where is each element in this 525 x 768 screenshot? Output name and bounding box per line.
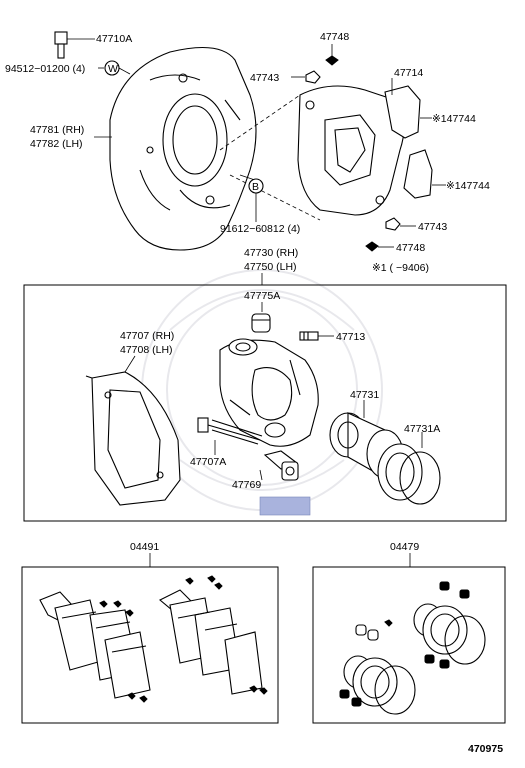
callout-47731A: 47731A [404,423,440,435]
caliper-cylinder-47730[interactable] [219,338,319,447]
callout-147744-a: ※147744 [432,113,476,125]
clip-47748-bottom[interactable] [365,241,379,252]
callout-47748-top: 47748 [320,31,349,43]
callout-47782: 47782 (LH) [30,138,83,150]
svg-text:W: W [108,63,118,75]
callout-47731: 47731 [350,389,379,401]
pad-support-plate-47707[interactable] [85,371,181,506]
callout-47750: 47750 (LH) [244,261,297,273]
callout-47714: 47714 [394,67,423,79]
alignment-line [229,174,321,221]
callout-47707: 47707 (RH) [120,330,174,342]
pad-kit-box-04491 [21,566,279,724]
svg-text:B: B [252,181,259,193]
slide-pin-47707A[interactable] [197,417,263,445]
diagram-number: 470975 [468,743,503,755]
callout-47743-bottom: 47743 [418,221,447,233]
callout-47730: 47730 (RH) [244,247,298,259]
bleeder-plug-47713[interactable] [299,331,319,341]
slide-bushing-47769[interactable] [263,450,299,481]
callout-91612-60812: 91612−60812 (4) [220,223,300,235]
callout-04491: 04491 [130,541,159,553]
bolt-47710A[interactable] [54,31,95,59]
highlight-marker [259,496,311,516]
callout-47707A: 47707A [190,456,226,468]
alignment-line [219,94,301,151]
callout-47708: 47708 (LH) [120,344,173,356]
callout-47769: 47769 [232,479,261,491]
clip-47748-top[interactable] [325,55,339,66]
shim-47714[interactable] [384,78,421,139]
anti-rattle-spring[interactable] [403,149,433,199]
callout-47710A: 47710A [96,33,132,45]
clip-47743-top[interactable] [305,70,321,84]
clip-47743-bottom[interactable] [385,217,401,231]
seal-kit-box-04479 [312,566,506,724]
washer-marker-w: W [98,60,131,76]
callout-94512-01200: 94512−01200 (4) [5,63,85,75]
pad-kit-04491[interactable] [39,575,268,703]
cylinder-boot-47731A[interactable] [377,443,441,505]
bolt-marker-b: B [239,174,264,222]
callout-47781: 47781 (RH) [30,124,84,136]
caliper-assembly-box [23,284,507,522]
callout-147744-b: ※147744 [446,180,490,192]
seal-kit-04479[interactable] [339,581,486,715]
callout-47775A: 47775A [244,290,280,302]
bleeder-cap-47775A[interactable] [251,313,271,333]
callout-47713: 47713 [336,331,365,343]
note-1: ※1 ( −9406) [372,262,429,274]
callout-47743-top: 47743 [250,72,279,84]
caliper-support[interactable] [297,85,405,216]
callout-04479: 04479 [390,541,419,553]
dust-cover-47781[interactable] [109,47,257,251]
callout-47748-bottom: 47748 [396,242,425,254]
